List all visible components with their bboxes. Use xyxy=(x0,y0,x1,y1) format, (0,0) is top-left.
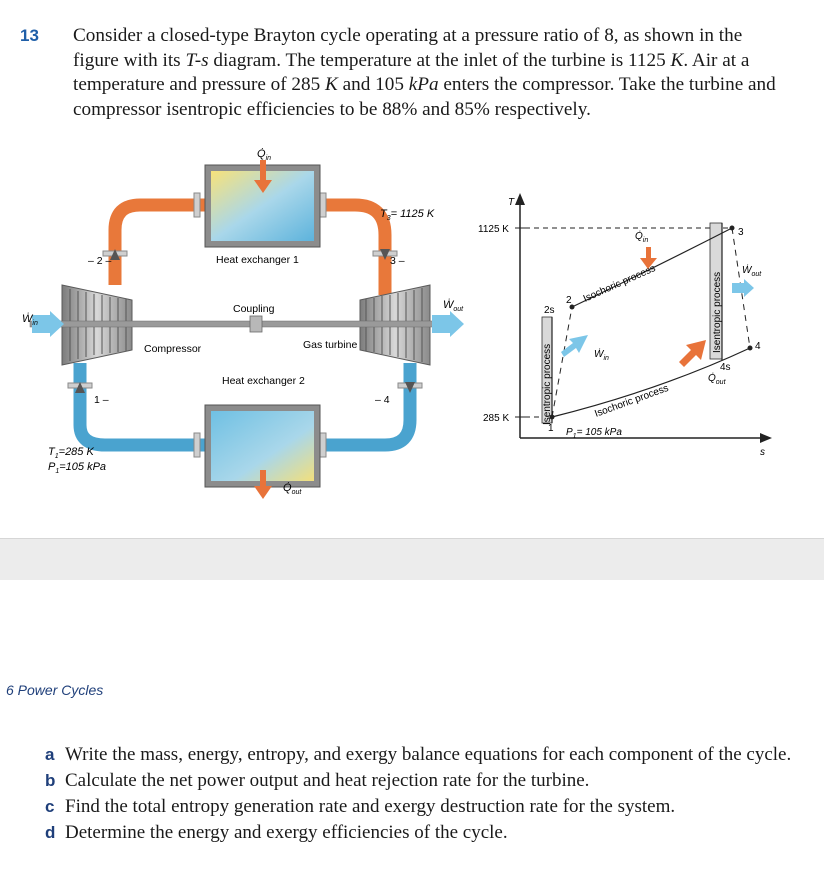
isentropic-left-label: Isentropic process xyxy=(542,344,553,425)
question-text: Calculate the net power output and heat … xyxy=(65,770,590,791)
q-in-label: Q̇in xyxy=(257,147,271,162)
isochoric-bottom-curve xyxy=(551,347,751,418)
heat-exchanger-2-core xyxy=(211,411,314,481)
statement-part: kPa xyxy=(408,74,439,95)
question-letter: d xyxy=(45,823,56,842)
t1-label: T1=285 K xyxy=(48,446,94,460)
tick-high-label: 1125 K xyxy=(478,224,509,235)
isentropic-right-label: Isentropic process xyxy=(712,272,723,353)
ts-state-2s: 2s xyxy=(544,305,555,316)
page-separator-line xyxy=(0,538,824,539)
t3-label: T3= 1125 K xyxy=(380,208,435,222)
ts-state-3: 3 xyxy=(738,227,744,238)
s-axis-arrowhead xyxy=(760,433,772,443)
problem-statement: Consider a closed-type Brayton cycle ope… xyxy=(73,24,785,122)
state-1-label: 1 – xyxy=(94,394,109,406)
hot-pipe-left xyxy=(108,198,205,285)
gas-turbine-label: Gas turbine xyxy=(303,339,357,351)
question-letter: a xyxy=(45,745,55,764)
flow-arrow xyxy=(75,382,85,393)
flow-arrow xyxy=(110,249,120,260)
ts-w-out-arrow xyxy=(732,279,754,297)
question-item: c Find the total entropy generation rate … xyxy=(45,795,805,819)
ts-state-2: 2 xyxy=(566,295,572,306)
brayton-figure: Q̇in Q̇out xyxy=(22,147,772,499)
question-item: d Determine the energy and exergy efficie… xyxy=(45,821,805,845)
page-separator xyxy=(0,538,824,580)
compressor-label: Compressor xyxy=(144,343,202,355)
flow-arrow xyxy=(405,382,415,393)
ts-state-4: 4 xyxy=(755,341,761,352)
ts-q-in-label: Q̇in xyxy=(635,229,648,244)
coupling-label: Coupling xyxy=(233,303,275,315)
question-text: Determine the energy and exergy efficien… xyxy=(65,822,508,843)
statement-part: Consider a closed-type Brayton cycle ope… xyxy=(73,25,743,71)
ts-w-in-label: Ẇin xyxy=(594,348,609,362)
ts-q-out-label: Q̇out xyxy=(708,371,727,386)
cold-pipe-left xyxy=(73,363,205,452)
problem-number: 13 xyxy=(20,26,39,45)
statement-part: and 105 xyxy=(337,74,409,95)
schematic: Q̇in Q̇out xyxy=(22,147,464,499)
cold-pipe-right xyxy=(320,363,417,452)
w-out-label: Ẇout xyxy=(443,299,464,313)
ts-p1-label: P1= 105 kPa xyxy=(566,427,622,440)
problem-block: 13 Consider a closed-type Brayton cycle … xyxy=(20,24,785,499)
hot-pipe-right xyxy=(320,198,392,295)
question-item: b Calculate the net power output and heat… xyxy=(45,769,805,793)
question-letter: c xyxy=(45,797,55,816)
ts-w-in-arrow xyxy=(561,335,588,357)
ts-q-in-arrow xyxy=(640,247,657,269)
p1-label: P1=105 kPa xyxy=(48,461,106,475)
state-3-label: 3 – xyxy=(390,255,405,267)
ts-w-out-label: Ẇout xyxy=(742,264,762,278)
ts-q-out-arrow xyxy=(679,340,706,367)
question-text: Write the mass, energy, entropy, and exe… xyxy=(65,744,792,765)
statement-part: K xyxy=(670,49,684,71)
isochoric-top-curve xyxy=(571,227,733,308)
q-out-arrow xyxy=(254,470,272,499)
q-in-arrow xyxy=(254,160,272,193)
tick-low-label: 285 K xyxy=(483,413,509,424)
s-axis-label: s xyxy=(760,447,765,458)
state-point xyxy=(747,345,753,351)
state-2-label: – 2 – xyxy=(88,255,112,267)
state-4-label: – 4 xyxy=(375,394,390,406)
shaft xyxy=(29,320,461,328)
t-axis-arrowhead xyxy=(515,193,525,205)
coupling xyxy=(249,315,263,333)
ts-state-4s: 4s xyxy=(720,362,731,373)
state-point xyxy=(549,414,555,420)
statement-part: K xyxy=(325,74,338,95)
question-item: a Write the mass, energy, entropy, and ex… xyxy=(45,743,805,767)
w-in-arrow xyxy=(32,311,64,337)
state-point xyxy=(569,304,575,310)
statement-part: . Air at a temperature and pressure of 2… xyxy=(73,49,750,96)
statement-part: enters the compressor. Take the turbine … xyxy=(73,74,776,120)
flow-arrow xyxy=(380,249,390,260)
chapter-footer: 6 Power Cycles xyxy=(6,682,104,698)
question-letter: b xyxy=(45,771,56,790)
question-text: Find the total entropy generation rate a… xyxy=(65,796,676,817)
isochoric-top-label: Isochoric process xyxy=(582,263,658,305)
ts-state-1: 1 xyxy=(548,423,554,434)
ts-diagram: T s 1125 K 285 K Isentropic process Isen… xyxy=(478,193,772,458)
compression-actual xyxy=(551,306,573,418)
question-list: a Write the mass, energy, entropy, and ex… xyxy=(45,743,805,847)
statement-part: T-s xyxy=(185,49,209,71)
isochoric-bottom-label: Isochoric process xyxy=(593,383,670,420)
t-axis-label: T xyxy=(508,197,515,208)
w-in-label: Ẇin xyxy=(22,313,38,327)
hx2-label: Heat exchanger 2 xyxy=(222,375,305,387)
w-out-arrow xyxy=(432,311,464,337)
state-point xyxy=(729,225,735,231)
statement-part: diagram. The temperature at the inlet of… xyxy=(208,49,671,71)
q-out-label: Q̇out xyxy=(283,481,302,496)
hx1-label: Heat exchanger 1 xyxy=(216,254,299,266)
